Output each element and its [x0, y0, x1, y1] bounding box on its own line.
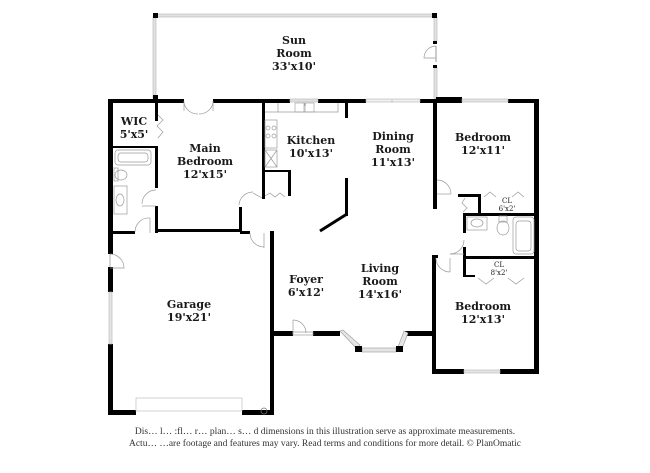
bedroom-1-window [461, 98, 509, 103]
room-name: Foyer [289, 273, 323, 286]
room-name: Bedroom [454, 131, 512, 144]
room-name: WIC [120, 115, 148, 128]
room-label-main-bedroom: Main Bedroom 12'x15' [177, 142, 233, 181]
disclaimer-line-1: Dis… l… :fl… r… plan… s… d dimensions in… [134, 427, 516, 437]
room-name: Dining [372, 130, 414, 143]
room-label-dining-room: Dining Room 11'x13' [371, 130, 415, 169]
room-dimensions: 33'x10' [272, 60, 316, 73]
room-name: Room [375, 143, 411, 156]
sliding-door [365, 98, 421, 103]
bay-window [339, 329, 409, 353]
room-label-kitchen: Kitchen 10'x13' [287, 134, 336, 160]
room-label-closet-1: CL 6'x2' [499, 197, 516, 213]
room-dimensions: 5'x5' [119, 128, 149, 141]
fixtures [113, 101, 535, 336]
room-dimensions: 8'x2' [490, 269, 508, 277]
room-name: Sun [282, 34, 306, 47]
room-name: Main [189, 142, 221, 155]
room-name: Bedroom [454, 300, 512, 313]
room-label-living-room: Living Room 14'x16' [358, 262, 402, 301]
room-name: CL [501, 197, 512, 205]
interior-walls [113, 99, 536, 277]
room-label-wic: WIC 5'x5' [120, 115, 149, 141]
room-label-sun-room: Sun Room 33'x10' [272, 34, 316, 73]
room-name: Room [362, 275, 398, 288]
room-dimensions: 14'x16' [358, 288, 402, 301]
room-name: CL [493, 261, 504, 269]
room-dimensions: 6'x2' [498, 205, 516, 213]
bedroom-2-window [463, 369, 501, 374]
room-name: Room [276, 47, 312, 60]
room-dimensions: 19'x21' [167, 311, 211, 324]
room-label-bedroom-1: Bedroom 12'x11' [455, 131, 511, 157]
room-label-foyer: Foyer 6'x12' [288, 273, 324, 299]
room-name: Garage [166, 298, 212, 311]
room-name: Bedroom [176, 155, 234, 168]
garage-side-door [109, 253, 125, 269]
garage-door [135, 397, 243, 412]
sun-room-walls [152, 13, 438, 100]
room-dimensions: 12'x15' [183, 168, 227, 181]
room-name: Kitchen [286, 134, 336, 147]
room-name: Living [360, 262, 400, 275]
room-label-closet-2: CL 8'x2' [491, 261, 508, 277]
room-dimensions: 11'x13' [371, 156, 415, 169]
disclaimer: Dis… l… :fl… r… plan… s… d dimensions in… [0, 426, 650, 450]
room-dimensions: 10'x13' [289, 147, 333, 160]
exterior-walls [108, 97, 539, 415]
room-label-bedroom-2: Bedroom 12'x13' [455, 300, 511, 326]
room-dimensions: 6'x12' [287, 286, 325, 299]
room-dimensions: 12'x11' [461, 144, 505, 157]
kitchen-sink [289, 98, 319, 113]
garage-window [108, 291, 113, 345]
room-dimensions: 12'x13' [461, 313, 505, 326]
disclaimer-line-2: Actu… …are footage and features may vary… [128, 439, 521, 449]
room-label-garage: Garage 19'x21' [167, 298, 211, 324]
